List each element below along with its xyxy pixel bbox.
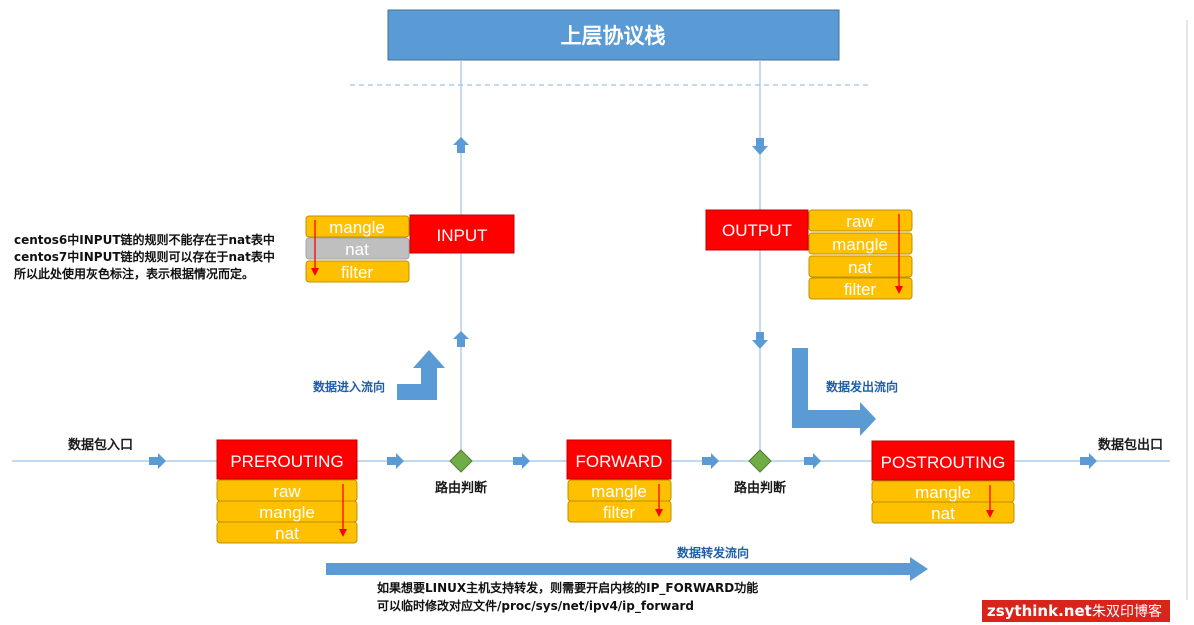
- flow-forward-arrow: [326, 557, 928, 581]
- input-table-nat-grey: [305, 237, 410, 260]
- prerouting-table-nat-label: nat: [275, 524, 299, 543]
- flow-out-label: 数据发出流向: [826, 379, 898, 394]
- forward-chain-label: FORWARD: [576, 452, 663, 471]
- input-tables: mangle nat filter: [305, 215, 410, 283]
- output-tables: raw mangle nat filter: [808, 209, 913, 300]
- ip-forward-note: 如果想要LINUX主机支持转发，则需要开启内核的IP_FORWARD功能 可以临…: [377, 580, 758, 614]
- centos-note-line-3: 所以此处使用灰色标注，表示根据情况而定。: [14, 266, 254, 281]
- output-table-nat: [808, 255, 913, 278]
- forward-chain-box: [566, 439, 672, 480]
- output-table-raw-label: raw: [846, 212, 874, 231]
- output-table-mangle-label: mangle: [832, 235, 888, 254]
- postrouting-tables: mangle nat: [871, 480, 1015, 524]
- flow-in-label: 数据进入流向: [313, 379, 385, 394]
- prerouting-table-nat: [216, 521, 358, 544]
- output-down-arrow-bottom: [752, 332, 768, 349]
- routing-decision-1-diamond: [449, 449, 473, 473]
- postrouting-chain-box: [871, 440, 1015, 481]
- watermark-author: 朱双印博客: [1092, 603, 1162, 620]
- postrouting-table-mangle-label: mangle: [915, 483, 971, 502]
- centos-note-line-2: centos7中INPUT链的规则可以存在于nat表中: [14, 249, 275, 264]
- output-chain-label: OUTPUT: [722, 221, 792, 240]
- forward-table-filter: [567, 500, 672, 523]
- flow-out-arrow: [792, 348, 876, 436]
- forward-table-mangle-label: mangle: [591, 482, 647, 501]
- upper-protocol-stack-box: [387, 9, 840, 61]
- output-chain-box: [705, 209, 809, 251]
- postrouting-chain-label: POSTROUTING: [881, 453, 1006, 472]
- watermark: zsythink.net 朱双印博客: [982, 600, 1170, 622]
- prerouting-tables: raw mangle nat: [216, 479, 358, 544]
- centos-note-line-1: centos6中INPUT链的规则不能存在于nat表中: [14, 232, 275, 247]
- output-table-mangle: [808, 232, 913, 255]
- input-table-mangle-label: mangle: [329, 218, 385, 237]
- centos-note: centos6中INPUT链的规则不能存在于nat表中 centos7中INPU…: [14, 232, 275, 281]
- prerouting-chain-box: [216, 439, 358, 480]
- input-table-mangle: [305, 215, 410, 238]
- main-line-right-arrows: [149, 453, 1097, 469]
- input-chain-box: [409, 214, 515, 254]
- input-up-arrow-top: [453, 137, 469, 153]
- input-table-filter-label: filter: [341, 263, 373, 282]
- routing-decision-2-label: 路由判断: [734, 480, 786, 496]
- forward-tables: mangle filter: [567, 479, 672, 523]
- postrouting-table-nat: [871, 501, 1015, 524]
- input-chain-label: INPUT: [437, 226, 488, 245]
- prerouting-table-mangle-label: mangle: [259, 503, 315, 522]
- prerouting-chain-label: PREROUTING: [230, 452, 343, 471]
- output-down-arrow-top: [752, 138, 768, 155]
- flow-forward-label: 数据转发流向: [677, 545, 749, 560]
- packet-exit-label: 数据包出口: [1098, 437, 1163, 453]
- upper-protocol-stack-label: 上层协议栈: [561, 24, 666, 48]
- routing-decision-1-label: 路由判断: [435, 480, 487, 496]
- flow-in-arrow: [397, 350, 445, 400]
- input-table-filter: [305, 260, 410, 283]
- ip-forward-note-line-2: 可以临时修改对应文件/proc/sys/net/ipv4/ip_forward: [377, 598, 694, 614]
- forward-table-filter-label: filter: [603, 503, 635, 522]
- packet-entry-label: 数据包入口: [68, 437, 133, 453]
- output-table-filter: [808, 277, 913, 300]
- watermark-site: zsythink.net: [987, 602, 1092, 620]
- input-table-nat-label: nat: [345, 240, 369, 259]
- watermark-background: [982, 600, 1170, 622]
- output-table-raw: [808, 209, 913, 232]
- output-table-nat-label: nat: [848, 258, 872, 277]
- input-up-arrow-bottom: [453, 331, 469, 347]
- output-table-filter-label: filter: [844, 280, 876, 299]
- postrouting-table-nat-label: nat: [931, 504, 955, 523]
- prerouting-table-raw-label: raw: [273, 482, 301, 501]
- ip-forward-note-line-1: 如果想要LINUX主机支持转发，则需要开启内核的IP_FORWARD功能: [377, 580, 758, 596]
- routing-decision-2-diamond: [748, 449, 772, 473]
